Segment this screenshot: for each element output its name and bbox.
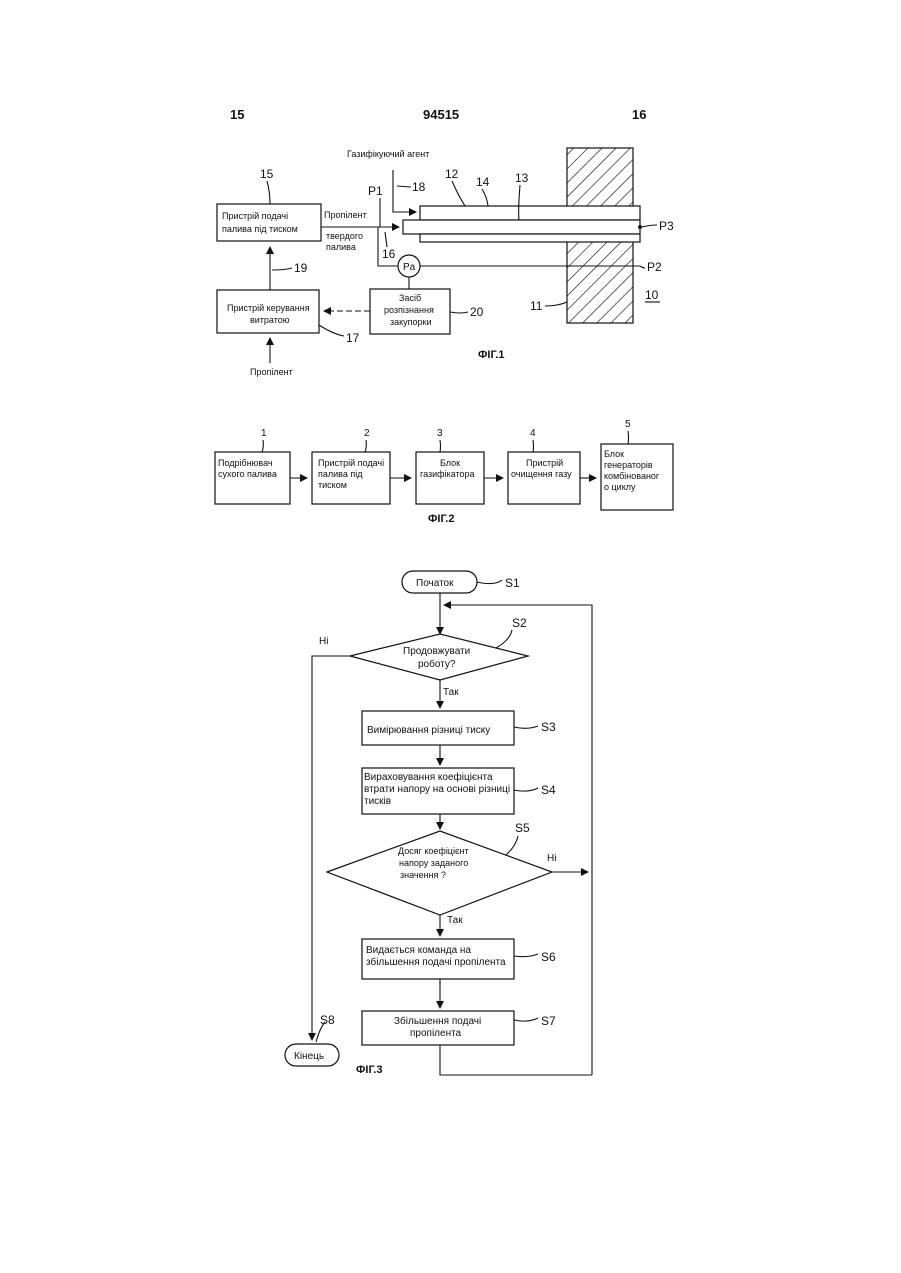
ref-16: 16 xyxy=(382,247,396,261)
fig2-caption: ФІГ.2 xyxy=(428,513,454,525)
ref-18: 18 xyxy=(412,180,426,194)
flow-control-line-1: Пристрій керування xyxy=(227,303,310,313)
ref-14: 14 xyxy=(476,175,490,189)
decision-continue-line-1: Продовжувати xyxy=(403,646,470,657)
ref-12: 12 xyxy=(445,167,459,181)
ref-15: 15 xyxy=(260,167,274,181)
solid-fuel-line-1: твердого xyxy=(326,231,363,241)
fuel-feeder-line-1: Пристрій подачі xyxy=(222,211,288,221)
flow-control-line-2: витратою xyxy=(250,315,290,325)
fig2-block-5-line-1: Блок xyxy=(604,449,624,459)
outer-tube xyxy=(420,206,640,220)
step-s6: S6 xyxy=(541,950,556,964)
step-s4: S4 xyxy=(541,783,556,797)
gasifying-agent-label: Газифікуючий агент xyxy=(347,149,429,159)
clog-detector-line-1: Засіб xyxy=(399,293,421,303)
fig2-block-2-line-2: палива під xyxy=(318,469,363,479)
step-calc-line-3: тисків xyxy=(364,796,391,807)
point-p3: P3 xyxy=(659,219,674,233)
fig2-block-3-line-1: Блок xyxy=(440,458,460,468)
fuel-feeder-box xyxy=(217,204,321,241)
step-s1: S1 xyxy=(505,576,520,590)
ref-17: 17 xyxy=(346,331,360,345)
ref-11: 11 xyxy=(530,299,543,313)
fig2-ref-1: 1 xyxy=(261,428,267,439)
fig2-block-5-line-2: генераторів xyxy=(604,460,653,470)
step-increase-line-2: пропілента xyxy=(410,1028,462,1039)
ref-13: 13 xyxy=(515,171,529,185)
fig2-block-5-line-3: комбінованог xyxy=(604,471,660,481)
step-calc-line-1: Вираховування коефіцієнта xyxy=(364,771,493,783)
step-command-line-2: збільшення подачі пропілента xyxy=(366,956,506,968)
inner-tube xyxy=(420,234,640,242)
fig2-ref-4: 4 xyxy=(530,428,536,439)
ref-19: 19 xyxy=(294,261,308,275)
solid-fuel-line-2: палива xyxy=(326,242,356,252)
flow-start-label: Початок xyxy=(416,578,454,589)
figure-2: 1 Подрібнювач сухого палива 2 Пристрій п… xyxy=(215,419,673,525)
fig2-block-4-line-2: очищення газу xyxy=(511,469,572,479)
ref-20: 20 xyxy=(470,305,484,319)
clog-detector-line-2: розпізнання xyxy=(384,305,434,315)
step-s8: S8 xyxy=(320,1013,335,1027)
ref-10: 10 xyxy=(645,288,659,302)
clog-detector-line-3: закупорки xyxy=(390,317,432,327)
fig2-ref-3: 3 xyxy=(437,428,443,439)
step-s3: S3 xyxy=(541,720,556,734)
fig1-caption: ФІГ.1 xyxy=(478,349,504,361)
fig2-ref-5: 5 xyxy=(625,419,631,430)
decision-continue xyxy=(350,634,528,680)
pressure-gauge-label: Pa xyxy=(403,262,416,273)
decision-coefficient-line-3: значення ? xyxy=(400,870,446,880)
fig2-ref-2: 2 xyxy=(364,428,370,439)
step-s2: S2 xyxy=(512,616,527,630)
decision-coefficient-yes: Так xyxy=(447,915,463,926)
burner-tube xyxy=(403,220,640,234)
figure-1: Газифікуючий агент 18 12 14 13 P3 Пристр… xyxy=(217,148,674,377)
step-calc-line-2: втрати напору на основі різниці xyxy=(364,784,510,795)
fuel-feeder-line-2: палива під тиском xyxy=(222,224,298,234)
point-p1: P1 xyxy=(368,184,383,198)
decision-continue-line-2: роботу? xyxy=(418,658,456,670)
propellant-label-bottom: Пропілент xyxy=(250,367,293,377)
propellant-label-top: Пропілент xyxy=(324,210,367,220)
point-p2: P2 xyxy=(647,260,662,274)
step-measure-label: Вимірювання різниці тиску xyxy=(367,725,490,736)
decision-coefficient-line-2: напору заданого xyxy=(399,858,468,868)
fig2-block-5-line-4: о циклу xyxy=(604,482,636,492)
fig2-block-3-line-2: газифікатора xyxy=(420,469,475,479)
fig2-block-1-line-2: сухого палива xyxy=(218,469,277,479)
step-increase-line-1: Збільшення подачі xyxy=(394,1015,481,1027)
step-s7: S7 xyxy=(541,1014,556,1028)
figure-3: Початок S1 Продовжувати роботу? S2 Ні Та… xyxy=(285,571,592,1076)
decision-coefficient-line-1: Досяг коефіцієнт xyxy=(398,846,469,856)
step-s5: S5 xyxy=(515,821,530,835)
fig2-block-1-line-1: Подрібнювач xyxy=(218,458,273,468)
decision-continue-no: Ні xyxy=(319,636,328,647)
flow-end-label: Кінець xyxy=(294,1051,324,1062)
fig3-caption: ФІГ.3 xyxy=(356,1064,382,1076)
fig2-block-2-line-1: Пристрій подачі xyxy=(318,458,384,468)
decision-coefficient-no: Ні xyxy=(547,853,556,864)
fig2-block-4-line-1: Пристрій xyxy=(526,458,563,468)
decision-continue-yes: Так xyxy=(443,687,459,698)
step-command-line-1: Видається команда на xyxy=(366,945,471,956)
fig2-block-2-line-3: тиском xyxy=(318,480,347,490)
